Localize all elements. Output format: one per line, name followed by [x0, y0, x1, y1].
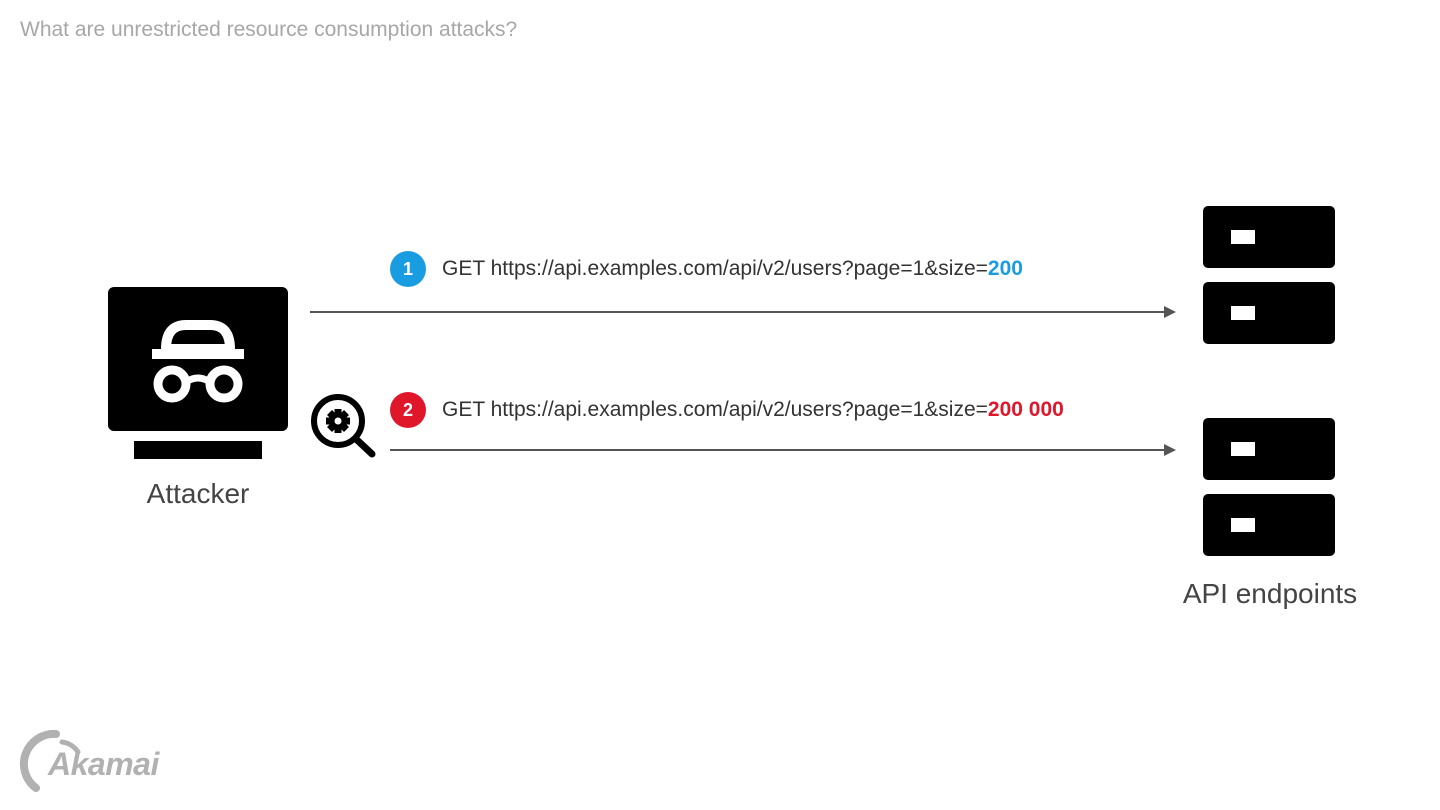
- akamai-logo: Akamai: [16, 728, 178, 794]
- server-stack-icon: [1203, 418, 1335, 556]
- request-2: 2 GET https://api.examples.com/api/v2/us…: [390, 392, 1064, 428]
- request-1-size: 200: [987, 257, 1023, 280]
- server-stack-icon: [1203, 206, 1335, 344]
- akamai-wave-icon: [19, 729, 81, 792]
- api-endpoints-label: API endpoints: [1182, 578, 1358, 609]
- request-2-size: 200 000: [987, 398, 1064, 421]
- request-1-text: GET https://api.examples.com/api/v2/user…: [442, 257, 1023, 280]
- request-2-arrow: [390, 444, 1176, 456]
- incognito-monitor-icon: [108, 287, 288, 459]
- request-1: 1 GET https://api.examples.com/api/v2/us…: [390, 251, 1023, 287]
- request-2-text: GET https://api.examples.com/api/v2/user…: [442, 398, 1064, 421]
- page-title: What are unrestricted resource consumpti…: [20, 18, 518, 41]
- request-1-arrow: [310, 306, 1176, 318]
- step-badge-2: 2: [390, 392, 426, 428]
- logo-text: Akamai: [48, 746, 159, 782]
- magnifier-gear-icon: [311, 394, 376, 458]
- step-badge-1: 1: [390, 251, 426, 287]
- attacker-label: Attacker: [146, 478, 250, 509]
